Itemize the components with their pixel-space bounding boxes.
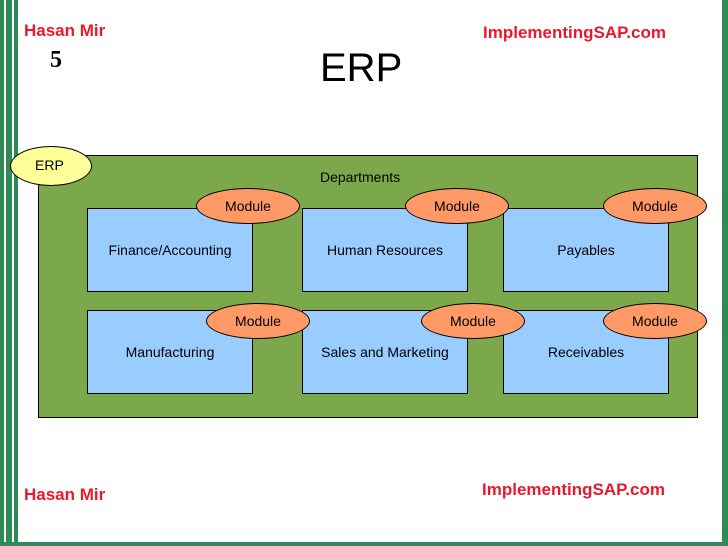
dept-label: Receivables [547,344,625,360]
module-human-resources: Module [405,188,509,224]
module-finance-accounting: Module [196,188,300,224]
dept-label: Sales and Marketing [321,344,449,360]
module-manufacturing: Module [206,303,310,339]
module-receivables: Module [603,303,707,339]
erp-badge: ERP [10,146,92,186]
right-frame-bar [722,0,728,546]
author-top: Hasan Mir [24,21,106,40]
module-payables: Module [603,188,707,224]
dept-payables: Payables [503,208,669,292]
site-bottom: ImplementingSAP.com [482,480,665,499]
left-frame-bar [0,0,18,546]
dept-label: Human Resources [327,242,443,258]
dept-label: Finance/Accounting [108,242,232,258]
erp-badge-label: ERP [35,157,64,173]
dept-label: Payables [557,242,615,258]
frame-stripe [4,0,6,546]
slide-title: ERP [320,46,403,90]
module-sales-and-marketing: Module [421,303,525,339]
frame-stripe [12,0,14,546]
slide-number: 5 [50,47,62,73]
site-top: ImplementingSAP.com [483,23,666,42]
author-bottom: Hasan Mir [24,485,106,504]
dept-label: Manufacturing [125,344,215,360]
departments-label: Departments [320,169,401,185]
bottom-frame-bar [0,542,728,546]
